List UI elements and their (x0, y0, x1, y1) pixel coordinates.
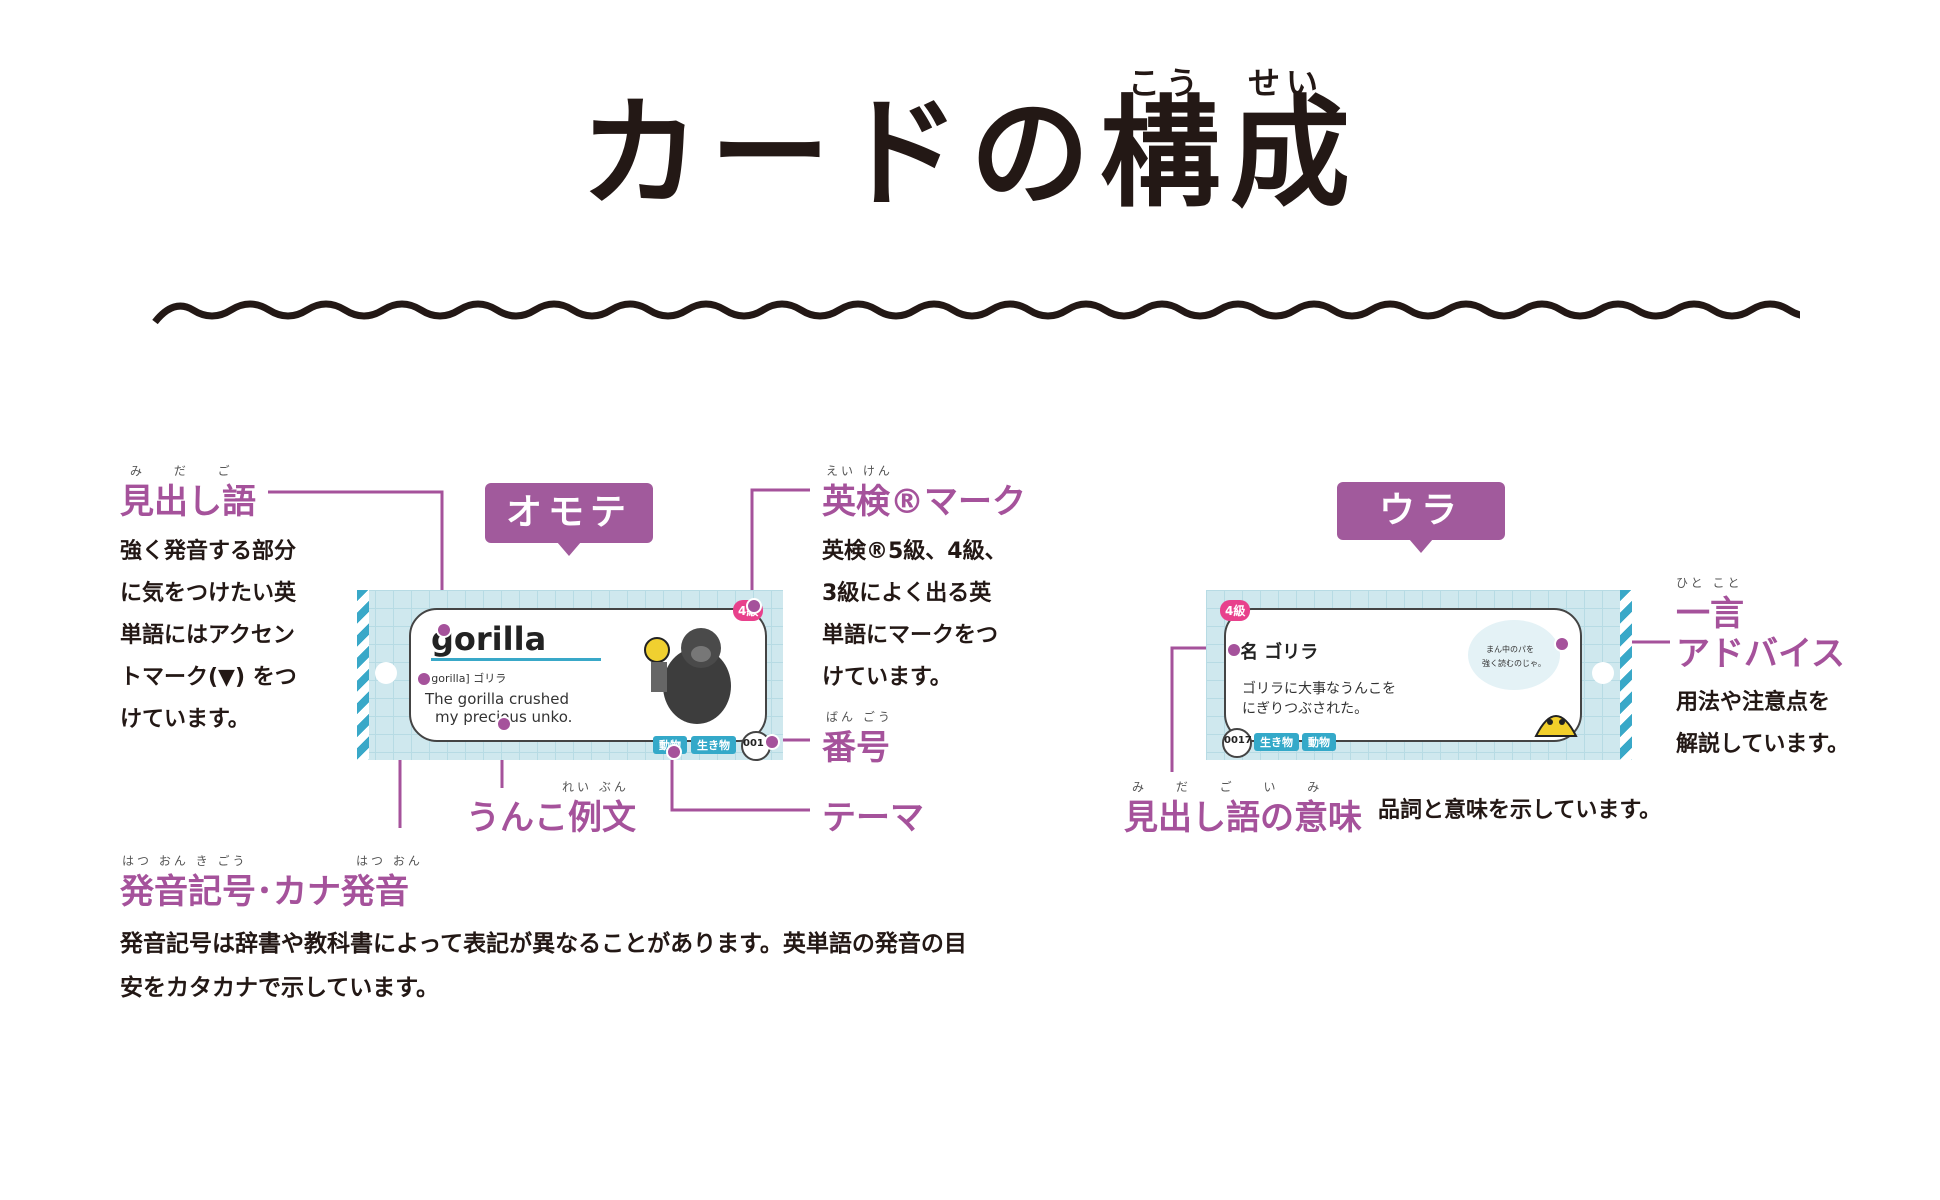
hitokoto-label: 一言 (1676, 594, 1744, 634)
hatsuon-ruby-2: はつ おん (356, 854, 423, 868)
front-tag: オモテ (485, 483, 653, 543)
dot-hatsuon (416, 671, 432, 687)
eiken-ruby: えい けん (826, 464, 893, 478)
imi-ruby: み だ ご い み (1132, 780, 1334, 794)
bango-label: 番号 (822, 728, 890, 768)
front-headword-underline (431, 658, 601, 661)
back-bubble-1: まん中のパを (1486, 645, 1534, 654)
back-card: 4級 名 ゴリラ ゴリラに大事なうんこを にぎりつぶされた。 まん中のパを 強く… (1206, 590, 1632, 760)
front-card-hole (375, 662, 397, 684)
hitokoto-ruby: ひと こと (1676, 576, 1743, 590)
back-sentence-1: ゴリラに大事なうんこを (1242, 681, 1396, 697)
hatsuon-desc-line-1: 発音記号は辞書や教科書によって表記が異なることがあります。英単語の発音の目 (120, 931, 967, 957)
midashigo-desc-line-3: 単語にはアクセン (120, 623, 295, 648)
midashigo-desc: 強く発音する部分 に気をつけたい英 単語にはアクセン トマーク(▼) をつ けて… (120, 531, 297, 741)
front-theme-pill-2: 生き物 (691, 736, 736, 754)
back-sentence-2: にぎりつぶされた。 (1242, 701, 1369, 717)
back-bubble-2: 強く読むのじゃ。 (1482, 659, 1546, 668)
dot-eiken (746, 598, 762, 614)
midashigo-desc-line-5: けています。 (120, 707, 250, 732)
back-number-badge: 0017 (1222, 728, 1252, 758)
front-pron: [gorilla] ゴリラ (427, 672, 507, 685)
back-grade-badge: 4級 (1220, 600, 1251, 621)
front-card-stripe (357, 590, 369, 760)
page-title: カードの構成 (580, 85, 1360, 224)
back-tag-pointer (1409, 539, 1433, 553)
dot-unko (496, 716, 512, 732)
back-meaning: 名 ゴリラ (1240, 642, 1319, 663)
dot-imi (1226, 642, 1242, 658)
gorilla-illustration (644, 628, 731, 724)
back-advice-bubble (1468, 620, 1560, 690)
unko-label: うんこ例文 (466, 798, 636, 838)
bango-ruby: ばん ごう (826, 710, 893, 724)
dot-advice (1554, 636, 1570, 652)
midashigo-desc-line-1: 強く発音する部分 (120, 539, 297, 564)
imi-desc: 品詞と意味を示しています。 (1378, 798, 1662, 823)
dot-midashigo (436, 622, 452, 638)
eiken-desc-line-3: 単語にマークをつ (822, 623, 999, 648)
back-card-hole (1592, 662, 1614, 684)
advice-desc-line-2: 解説しています。 (1676, 732, 1850, 757)
eiken-desc-line-2: 3級によく出る英 (822, 581, 992, 606)
back-tag: ウラ (1337, 482, 1505, 540)
unko-ruby: れい ぶん (562, 780, 629, 794)
wave-divider (152, 300, 1800, 325)
advice-desc: 用法や注意点を 解説しています。 (1676, 682, 1849, 766)
midashigo-ruby: み だ ご (130, 464, 244, 478)
front-tag-pointer (557, 542, 581, 556)
eiken-desc-line-1: 英検®5級、4級、 (822, 539, 1007, 564)
back-card-stripe (1620, 590, 1632, 760)
advice-label: アドバイス (1676, 634, 1845, 674)
unko-character-illustration (1534, 715, 1578, 737)
hatsuon-ruby-1: はつ おん き ごう (122, 854, 248, 868)
eiken-desc: 英検®5級、4級、 3級によく出る英 単語にマークをつ けています。 (822, 531, 1007, 699)
back-theme-pill-2: 動物 (1302, 733, 1336, 751)
hatsuon-label: 発音記号･カナ発音 (120, 872, 409, 912)
imi-label: 見出し語の意味 (1124, 798, 1362, 838)
title-ruby-sei: せい (1248, 64, 1325, 102)
dot-theme (666, 744, 682, 760)
hatsuon-desc-line-2: 安をカタカナで示しています。 (120, 975, 440, 1001)
midashigo-desc-line-4: トマーク(▼) をつ (120, 665, 297, 690)
dot-bango (764, 734, 780, 750)
eiken-desc-line-4: けています。 (822, 665, 952, 690)
advice-desc-line-1: 用法や注意点を (1676, 690, 1831, 715)
hatsuon-desc: 発音記号は辞書や教科書によって表記が異なることがあります。英単語の発音の目 安を… (120, 922, 967, 1010)
back-theme-pill-1: 生き物 (1254, 733, 1299, 751)
midashigo-desc-line-2: に気をつけたい英 (120, 581, 297, 606)
eiken-label: 英検®マーク (822, 482, 1026, 522)
front-example-1: The gorilla crushed (425, 690, 569, 708)
midashigo-label: 見出し語 (120, 482, 256, 522)
title-ruby-ko: こう (1128, 64, 1205, 102)
theme-label: テーマ (822, 798, 924, 838)
